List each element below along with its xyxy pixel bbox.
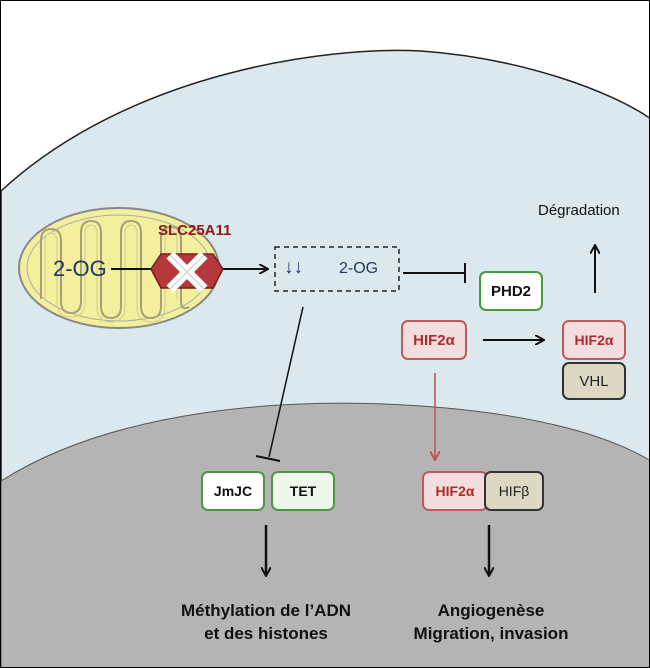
nucleus xyxy=(1,402,649,667)
jmjc-box: JmJC xyxy=(201,471,265,511)
inhibit-demethylases xyxy=(268,306,304,458)
outcome-right: Angiogenèse Migration, invasion xyxy=(386,599,596,645)
hif2a-nucleus-box: HIF2α xyxy=(422,471,488,511)
cytosol-2og-label: 2-OG xyxy=(339,260,379,277)
hif2a-vhl-box: HIF2α xyxy=(562,320,626,360)
outcome-left-line1: Méthylation de l’ADN xyxy=(180,601,351,620)
tet-box: TET xyxy=(271,471,335,511)
cytosol-2og-box xyxy=(274,246,400,292)
hifb-box: HIFβ xyxy=(484,471,544,511)
hif2a-cytosol-box: HIF2α xyxy=(401,320,467,360)
outcome-left: Méthylation de l’ADN et des histones xyxy=(151,599,381,645)
outcome-right-line1: Angiogenèse xyxy=(437,601,545,620)
vhl-box: VHL xyxy=(562,362,626,400)
blocked-transporter-icon xyxy=(150,251,224,293)
phd2-box: PHD2 xyxy=(479,271,543,311)
degradation-label: Dégradation xyxy=(538,202,620,219)
slc25a11-label: SLC25A11 xyxy=(158,222,232,239)
outcome-right-line2: Migration, invasion xyxy=(413,624,569,643)
outcome-left-line2: et des histones xyxy=(204,624,328,643)
down-arrows: ↓↓ xyxy=(284,257,303,278)
mito-2og-label: 2-OG xyxy=(53,256,107,281)
